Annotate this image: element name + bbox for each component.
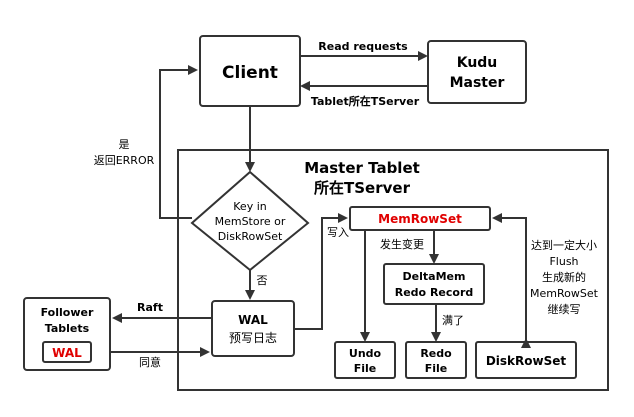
decision-label-1: Key in xyxy=(233,200,266,213)
edge-agree-label: 同意 xyxy=(139,355,161,369)
redo-file-node: Redo File xyxy=(405,341,467,379)
decision-node: Key in MemStore or DiskRowSet xyxy=(190,170,310,272)
client-label: Client xyxy=(222,63,278,83)
master-tablet-title-1: Master Tablet xyxy=(304,159,420,177)
follower-tablets-node: Follower Tablets WAL xyxy=(23,297,111,371)
decision-label-2: MemStore or xyxy=(215,215,286,228)
edge-return-error xyxy=(159,65,198,219)
wal-node: WAL 预写日志 xyxy=(211,300,295,357)
kudu-master-label-1: Kudu xyxy=(457,55,498,71)
follower-label-1: Follower xyxy=(41,306,94,319)
edge-return-error-label: 返回ERROR xyxy=(94,154,155,167)
redo-file-label-1: Redo xyxy=(420,347,452,360)
edge-flush xyxy=(492,213,531,348)
deltamem-label-2: Redo Record xyxy=(395,286,474,299)
edge-raft-label: Raft xyxy=(137,301,163,314)
diskrowset-label: DiskRowSet xyxy=(486,354,567,368)
deltamem-node: DeltaMem Redo Record xyxy=(383,263,485,305)
follower-wal-label: WAL xyxy=(52,346,82,360)
memrowset-node: MemRowSet xyxy=(349,206,491,231)
kudu-master-label-2: Master xyxy=(450,75,505,91)
follower-label-2: Tablets xyxy=(45,322,90,335)
edge-write-label: 写入 xyxy=(327,226,349,239)
edge-no-label: 否 xyxy=(257,274,268,287)
flush-note-2: Flush xyxy=(549,255,578,268)
edge-write xyxy=(294,213,348,330)
master-tablet-title-2: 所在TServer xyxy=(314,179,411,197)
undo-file-node: Undo File xyxy=(334,341,396,379)
deltamem-label-1: DeltaMem xyxy=(403,270,466,283)
edge-read-requests-label: Read requests xyxy=(318,40,408,53)
edge-change-label: 发生变更 xyxy=(380,237,424,251)
decision-label-3: DiskRowSet xyxy=(218,230,283,243)
memrowset-label: MemRowSet xyxy=(378,212,462,226)
client-node: Client xyxy=(199,35,301,107)
edge-tablet-location-label: Tablet所在TServer xyxy=(311,94,420,108)
flush-note-5: 继续写 xyxy=(548,302,581,316)
diskrowset-node: DiskRowSet xyxy=(475,341,577,379)
flush-note-3: 生成新的 xyxy=(542,270,586,284)
edge-full-label: 满了 xyxy=(442,314,464,327)
wal-label-1: WAL xyxy=(238,313,268,327)
kudu-master-node: Kudu Master xyxy=(427,40,527,104)
wal-label-2: 预写日志 xyxy=(229,331,277,345)
flush-note-1: 达到一定大小 xyxy=(531,238,597,252)
undo-file-label-1: Undo xyxy=(349,347,382,360)
flush-note-4: MemRowSet xyxy=(530,287,599,300)
undo-file-label-2: File xyxy=(354,362,377,375)
edge-yes-label: 是 xyxy=(119,138,130,151)
redo-file-label-2: File xyxy=(425,362,448,375)
